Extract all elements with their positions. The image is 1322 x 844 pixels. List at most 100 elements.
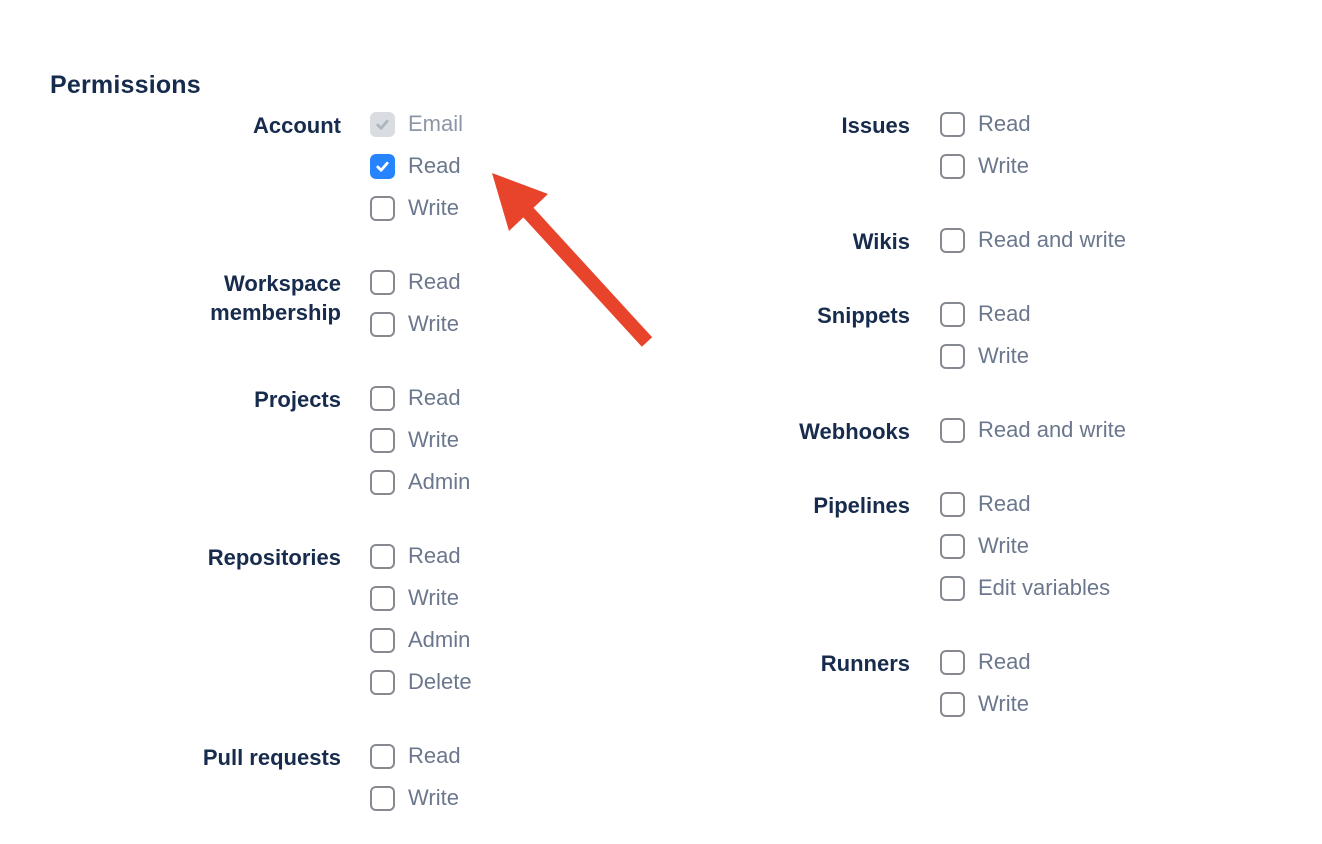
checkbox-repositories-write[interactable] <box>370 586 395 611</box>
checkbox-runners-read[interactable] <box>940 650 965 675</box>
group-label-snippets: Snippets <box>817 303 910 328</box>
checkbox-repositories-admin[interactable] <box>370 628 395 653</box>
options-list: Read and write <box>940 416 1126 458</box>
options-list: Read and write <box>940 226 1126 268</box>
permission-option-repositories-admin[interactable]: Admin <box>370 626 472 668</box>
option-label-read-and-write[interactable]: Read and write <box>978 417 1126 442</box>
permission-option-projects-write[interactable]: Write <box>370 426 470 468</box>
permission-option-runners-write[interactable]: Write <box>940 690 1031 732</box>
option-label-write[interactable]: Write <box>978 691 1029 716</box>
checkbox-wikis-read-and-write[interactable] <box>940 228 965 253</box>
permission-option-runners-read[interactable]: Read <box>940 648 1031 690</box>
check-icon <box>376 161 389 172</box>
check-icon <box>376 119 389 130</box>
checkbox-projects-admin[interactable] <box>370 470 395 495</box>
checkbox-snippets-read[interactable] <box>940 302 965 327</box>
group-label-wikis: Wikis <box>852 229 910 254</box>
group-label-workspace-membership: Workspace membership <box>210 271 341 325</box>
checkbox-pipelines-write[interactable] <box>940 534 965 559</box>
permission-option-repositories-write[interactable]: Write <box>370 584 472 626</box>
checkbox-webhooks-read-and-write[interactable] <box>940 418 965 443</box>
option-label-email[interactable]: Email <box>408 111 464 136</box>
permission-option-snippets-write[interactable]: Write <box>940 342 1031 384</box>
option-label-read[interactable]: Read <box>408 543 461 568</box>
permission-option-pipelines-edit-variables[interactable]: Edit variables <box>940 574 1110 616</box>
permission-option-workspace-membership-write[interactable]: Write <box>370 310 461 352</box>
option-label-read[interactable]: Read <box>408 153 461 178</box>
permission-option-account-read[interactable]: Read <box>370 152 463 194</box>
checkbox-account-write[interactable] <box>370 196 395 221</box>
checkbox-issues-read[interactable] <box>940 112 965 137</box>
checkbox-workspace-membership-read[interactable] <box>370 270 395 295</box>
option-label-admin[interactable]: Admin <box>408 627 471 652</box>
option-label-read[interactable]: Read <box>408 743 461 768</box>
checkbox-snippets-write[interactable] <box>940 344 965 369</box>
permission-option-issues-read[interactable]: Read <box>940 110 1031 152</box>
permission-option-pull-requests-read[interactable]: Read <box>370 742 461 784</box>
option-label-write[interactable]: Write <box>978 343 1029 368</box>
group-label-runners: Runners <box>820 651 910 676</box>
checkbox-issues-write[interactable] <box>940 154 965 179</box>
checkbox-repositories-delete[interactable] <box>370 670 395 695</box>
option-label-write[interactable]: Write <box>408 585 459 610</box>
checkbox-projects-read[interactable] <box>370 386 395 411</box>
permission-option-issues-write[interactable]: Write <box>940 152 1031 194</box>
checkbox-pull-requests-read[interactable] <box>370 744 395 769</box>
checkbox-account-email[interactable] <box>370 112 395 137</box>
permission-option-wikis-read-and-write[interactable]: Read and write <box>940 226 1126 268</box>
option-label-write[interactable]: Write <box>408 195 459 220</box>
option-label-delete[interactable]: Delete <box>408 669 472 694</box>
option-label-write[interactable]: Write <box>978 533 1029 558</box>
checkbox-projects-write[interactable] <box>370 428 395 453</box>
option-label-read[interactable]: Read <box>408 269 461 294</box>
checkbox-workspace-membership-write[interactable] <box>370 312 395 337</box>
option-label-read-and-write[interactable]: Read and write <box>978 227 1126 252</box>
checkbox-account-read[interactable] <box>370 154 395 179</box>
option-label-write[interactable]: Write <box>978 153 1029 178</box>
permission-option-account-write[interactable]: Write <box>370 194 463 236</box>
permission-option-webhooks-read-and-write[interactable]: Read and write <box>940 416 1126 458</box>
checkbox-runners-write[interactable] <box>940 692 965 717</box>
option-label-write[interactable]: Write <box>408 427 459 452</box>
page-title: Permissions <box>50 70 201 99</box>
checkbox-pull-requests-write[interactable] <box>370 786 395 811</box>
option-label-read[interactable]: Read <box>408 385 461 410</box>
permission-option-repositories-delete[interactable]: Delete <box>370 668 472 710</box>
option-label-read[interactable]: Read <box>978 649 1031 674</box>
group-label-pipelines: Pipelines <box>813 493 910 518</box>
checkbox-repositories-read[interactable] <box>370 544 395 569</box>
permission-option-repositories-read[interactable]: Read <box>370 542 472 584</box>
option-label-admin[interactable]: Admin <box>408 469 471 494</box>
option-label-read[interactable]: Read <box>978 301 1031 326</box>
option-label-write[interactable]: Write <box>408 311 459 336</box>
option-label-write[interactable]: Write <box>408 785 459 810</box>
permission-option-pipelines-read[interactable]: Read <box>940 490 1110 532</box>
checkbox-pipelines-edit-variables[interactable] <box>940 576 965 601</box>
permission-option-pipelines-write[interactable]: Write <box>940 532 1110 574</box>
permission-option-snippets-read[interactable]: Read <box>940 300 1031 342</box>
option-label-read[interactable]: Read <box>978 111 1031 136</box>
checkbox-pipelines-read[interactable] <box>940 492 965 517</box>
permission-group-wikis: Wikis Read and write <box>650 226 1126 268</box>
option-label-edit-variables[interactable]: Edit variables <box>978 575 1111 600</box>
permission-option-projects-admin[interactable]: Admin <box>370 468 470 510</box>
permission-option-projects-read[interactable]: Read <box>370 384 470 426</box>
permission-option-pull-requests-write[interactable]: Write <box>370 784 461 826</box>
option-label-read[interactable]: Read <box>978 491 1031 516</box>
permission-option-workspace-membership-read[interactable]: Read <box>370 268 461 310</box>
permission-option-account-email[interactable]: Email <box>370 110 463 152</box>
